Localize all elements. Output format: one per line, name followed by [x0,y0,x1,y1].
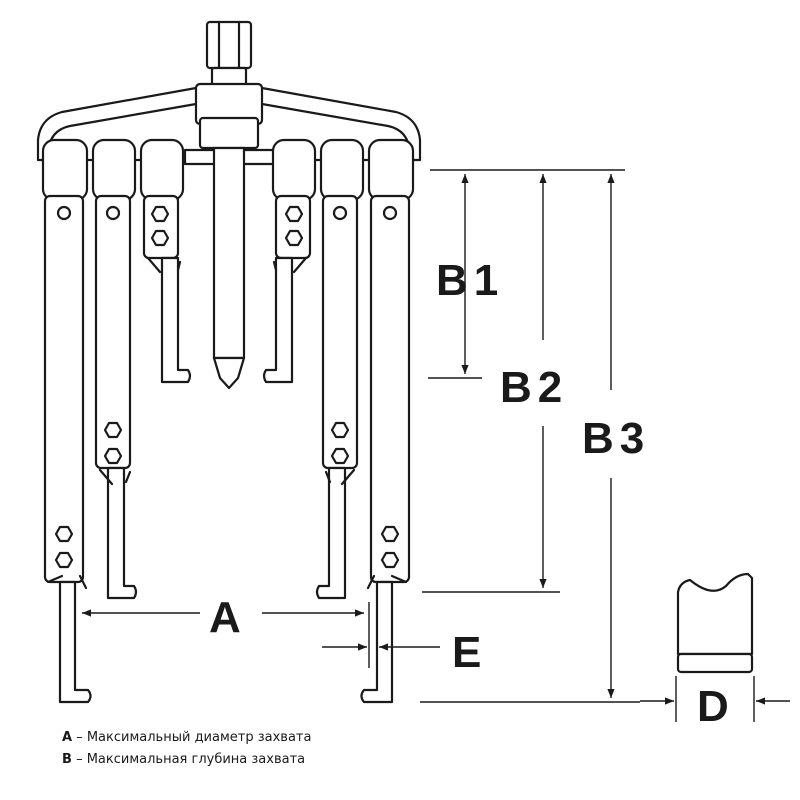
label-d: D [697,682,729,731]
slider-block [139,138,185,202]
inner-arm-left [142,194,180,260]
label-b2: B2 [500,363,568,412]
jaw-outer-right [360,580,394,704]
label-b1: B1 [436,256,504,305]
legend-text: Максимальная глубина захвата [86,752,306,767]
outer-arm-left [43,194,85,584]
legend-item-b: B – Максимальная глубина захвата [62,752,305,767]
hex-bolt [54,205,400,569]
legend-text: Максимальный диаметр захвата [86,730,312,745]
slider-block [271,138,317,202]
outer-arm-right [369,194,411,584]
extension-lines [368,169,755,722]
jaw-profile-detail [676,572,754,656]
inner-arm-right [274,194,312,260]
label-b3: B3 [582,414,650,463]
jaw-outer-left [58,580,92,704]
legend-dash: – [76,752,83,767]
legend-item-a: A – Максимальный диаметр захвата [62,730,311,745]
legend-key: A [62,730,73,745]
slider-block [41,138,89,202]
pivot-hole [105,205,121,221]
screw-tip [212,356,246,390]
forcing-screw [212,146,246,360]
slider-block [319,138,365,202]
jaw-profile-base [676,652,754,674]
jaw-middle-left [106,466,138,600]
label-e: E [452,628,481,677]
slider-block [91,138,137,202]
pivot-hole [56,205,72,221]
legend-key: B [62,752,72,767]
jaw-inner-left [160,256,192,384]
legend-dash: – [76,730,83,745]
pivot-hole [382,205,398,221]
yoke-hub-lower [198,116,260,150]
jaw-middle-right [315,466,347,600]
slider-block [367,138,415,202]
pivot-hole [332,205,348,221]
screw-hex-head [205,20,253,70]
jaw-inner-right [262,256,294,384]
label-a: A [209,593,241,642]
jaw-clamp [46,256,408,590]
